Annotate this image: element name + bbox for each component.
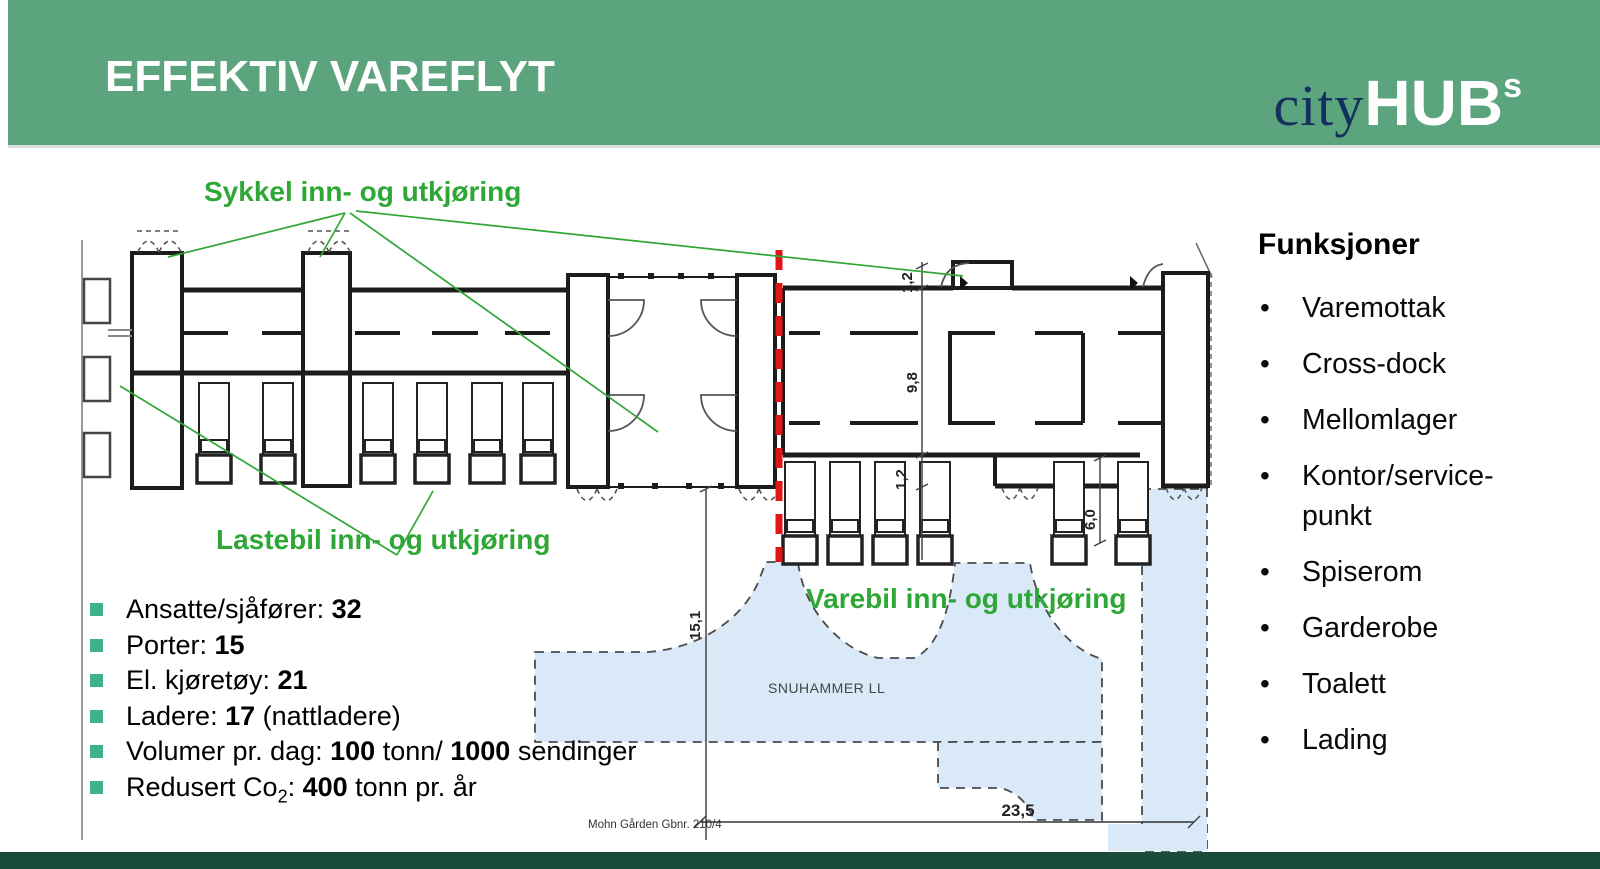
bullet-dot: •: [1260, 668, 1270, 699]
cityhubs-logo: cityHUBs: [1273, 66, 1522, 140]
dim-15-1: 15,1: [687, 611, 704, 640]
trucks-right: [781, 461, 1152, 566]
stats-list: Ansatte/sjåfører: 32 Porter: 15 El. kjør…: [88, 592, 636, 806]
stat-el-kjoretoy: El. kjøretøy: 21: [88, 663, 636, 699]
function-label: Kontor/service-punkt: [1302, 460, 1494, 532]
stat-text: Volumer pr. dag:: [126, 736, 331, 766]
footer-band: [0, 852, 1600, 869]
stat-value: 400: [302, 771, 348, 802]
function-label: Spiserom: [1302, 556, 1423, 588]
stat-bullet: [90, 780, 103, 794]
function-label: Cross-dock: [1302, 348, 1447, 380]
function-item: • Kontor/service-punkt: [1258, 456, 1522, 536]
van-area-blue: [534, 488, 1208, 852]
left-building: [108, 230, 568, 490]
stat-bullet: [90, 674, 103, 687]
function-item: • Garderobe: [1258, 608, 1522, 648]
stat-text: tonn pr. år: [347, 771, 477, 802]
stat-value: 21: [277, 665, 308, 695]
dim-1-2-top: 1,2: [899, 272, 916, 293]
dim-6-0: 6,0: [1082, 509, 1099, 530]
function-item: • Lading: [1258, 720, 1522, 760]
dim-1-2-lower: 1,2: [893, 469, 910, 490]
dimension-lines: [693, 262, 1201, 840]
annotation-sykkel: Sykkel inn- og utkjøring: [204, 176, 522, 207]
bullet-dot: •: [1260, 404, 1270, 435]
stat-ansatte: Ansatte/sjåfører: 32: [88, 592, 636, 628]
stat-bullet: [90, 603, 103, 616]
right-building: [781, 260, 1212, 501]
central-hall: [566, 273, 780, 502]
stat-value: 32: [331, 594, 362, 624]
function-item: • Spiserom: [1258, 552, 1522, 592]
logo-city-text: city: [1273, 73, 1365, 138]
stat-value: 100: [330, 736, 376, 766]
function-label: Varemottak: [1302, 292, 1446, 324]
functions-panel: Funksjoner • Varemottak • Cross-dock • Mell…: [1258, 228, 1528, 776]
bullet-dot: •: [1260, 612, 1270, 643]
annotation-varebil: Varebil inn- og utkjøring: [806, 583, 1127, 614]
stat-bullet: [90, 745, 103, 758]
stat-bullet: [90, 638, 103, 652]
annotation-lastebil: Lastebil inn- og utkjøring: [216, 524, 551, 555]
function-label: Mellomlager: [1302, 404, 1458, 436]
function-label: Toalett: [1302, 668, 1386, 700]
stat-subscript: 2: [277, 785, 288, 806]
dim-9-8: 9,8: [904, 372, 921, 393]
bullet-dot: •: [1260, 556, 1270, 587]
function-item: • Toalett: [1258, 664, 1522, 704]
stat-text: Ansatte/sjåfører:: [126, 594, 332, 624]
function-item: • Mellomlager: [1258, 400, 1522, 440]
stat-value: 15: [214, 629, 245, 660]
stat-value: 1000: [450, 736, 511, 766]
stat-text: sendinger: [510, 736, 637, 766]
dim-23-5: 23,5: [1001, 801, 1034, 820]
function-label: Lading: [1302, 724, 1388, 756]
functions-list: • Varemottak • Cross-dock • Mellomlager • Ko…: [1258, 288, 1528, 760]
stat-text: tonn/: [375, 736, 451, 766]
stat-text: El. kjøretøy:: [126, 665, 278, 695]
site-boundary: [81, 240, 1213, 840]
bullet-dot: •: [1260, 292, 1270, 323]
cadastral-label: Mohn Gården Gbnr. 210/4: [588, 819, 722, 831]
annotation-leader-lines: [119, 210, 964, 556]
stat-text: Porter:: [126, 629, 215, 660]
logo-hub-text: HUB: [1364, 67, 1504, 139]
snuhammer-label: SNUHAMMER LL: [768, 680, 885, 696]
stat-ladere: Ladere: 17 (nattladere): [88, 699, 636, 735]
function-item: • Cross-dock: [1258, 344, 1522, 384]
bullet-dot: •: [1260, 460, 1270, 491]
function-item: • Varemottak: [1258, 288, 1522, 328]
slide-title: EFFEKTIV VAREFLYT: [105, 52, 555, 101]
stat-volumer: Volumer pr. dag: 100 tonn/ 1000 sendinge…: [88, 734, 636, 770]
stat-redusert-co2: Redusert Co2: 400 tonn pr. år: [88, 770, 636, 806]
stat-value: 17: [225, 700, 256, 731]
stat-bullet: [90, 709, 103, 723]
stat-text: Ladere:: [126, 700, 226, 731]
stat-text: :: [287, 771, 303, 802]
bullet-dot: •: [1260, 724, 1270, 755]
header-band: EFFEKTIV VAREFLYT cityHUBs: [8, 0, 1600, 148]
trucks-left: [195, 382, 557, 485]
stat-porter: Porter: 15: [88, 628, 636, 664]
function-label: Garderobe: [1302, 612, 1439, 644]
stat-text: (nattladere): [255, 700, 401, 731]
stat-text: Redusert Co: [126, 771, 278, 802]
functions-title: Funksjoner: [1258, 228, 1420, 261]
logo-sup-text: s: [1503, 67, 1522, 105]
bullet-dot: •: [1260, 348, 1270, 379]
